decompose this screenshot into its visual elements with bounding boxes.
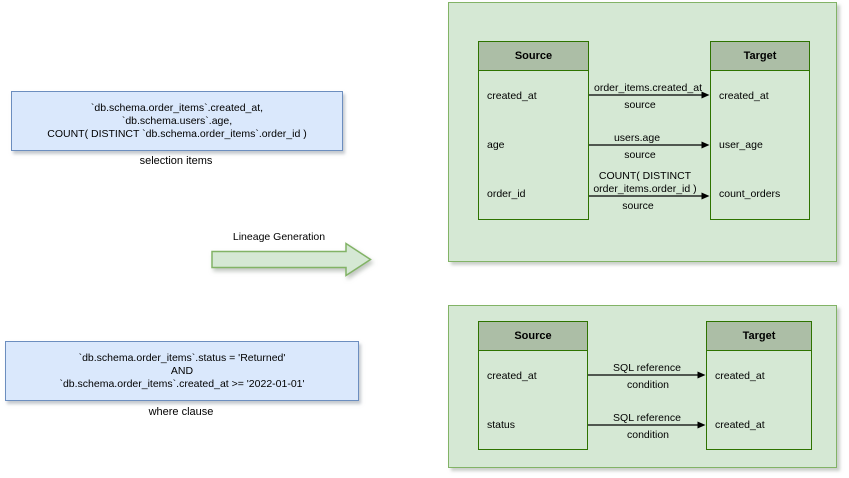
edge-label: COUNT( DISTINCT order_items.order_id ) <box>593 170 697 195</box>
sql-line: `db.schema.users`.age, <box>121 114 233 127</box>
where-target-table: Target created_at created_at <box>706 321 812 450</box>
table-row: age <box>487 138 505 151</box>
lineage-generation-label: Lineage Generation <box>232 231 326 243</box>
where-clause-text: `db.schema.order_items`.status = 'Return… <box>59 352 304 391</box>
table-row: created_at <box>487 369 537 382</box>
edge-label: SQL reference <box>613 412 681 424</box>
sql-line: `db.schema.order_items`.status = 'Return… <box>78 351 286 364</box>
where-source-table: Source created_at status <box>478 321 588 450</box>
where-clause-caption: where clause <box>148 406 214 418</box>
selection-target-table: Target created_at user_age count_orders <box>710 41 810 220</box>
table-row: count_orders <box>719 188 781 201</box>
table-row: created_at <box>487 89 537 102</box>
selection-items-text: `db.schema.order_items`.created_at, `db.… <box>47 102 306 141</box>
table-row: status <box>487 418 516 431</box>
table-row: created_at <box>715 418 765 431</box>
target-table-header: Target <box>711 42 809 71</box>
selection-items-caption: selection items <box>139 155 213 167</box>
edge-sublabel: source <box>624 149 656 161</box>
lineage-flow-arrow <box>211 242 372 277</box>
edge-label: order_items.created_at <box>594 82 702 94</box>
sql-line: `db.schema.order_items`.created_at, <box>90 101 264 114</box>
table-row: user_age <box>719 138 763 151</box>
table-row: order_id <box>487 188 526 201</box>
sql-line: `db.schema.order_items`.created_at >= '2… <box>59 377 305 390</box>
sql-line: AND <box>170 364 194 377</box>
edge-sublabel: source <box>624 99 656 111</box>
edge-sublabel: condition <box>626 429 670 441</box>
source-table-header: Source <box>479 42 588 71</box>
edge-label: SQL reference <box>613 362 681 374</box>
selection-items-box: `db.schema.order_items`.created_at, `db.… <box>11 91 343 151</box>
target-table-header: Target <box>707 322 811 351</box>
table-row: created_at <box>715 369 765 382</box>
edge-sublabel: condition <box>626 379 670 391</box>
edge-label: users.age <box>613 132 661 144</box>
selection-source-table: Source created_at age order_id <box>478 41 589 220</box>
table-row: created_at <box>719 89 769 102</box>
source-table-header: Source <box>479 322 587 351</box>
edge-sublabel: source <box>622 200 654 212</box>
where-clause-box: `db.schema.order_items`.status = 'Return… <box>5 341 359 401</box>
sql-line: COUNT( DISTINCT `db.schema.order_items`.… <box>47 127 307 140</box>
